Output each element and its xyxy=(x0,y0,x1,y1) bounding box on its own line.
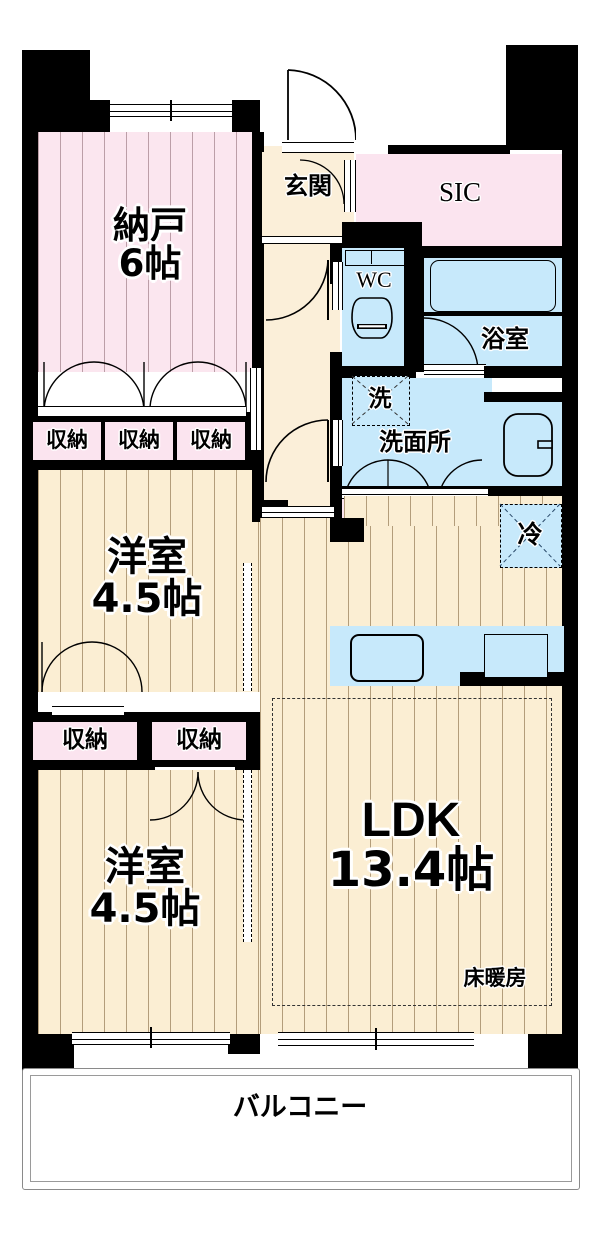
storage-top-3 xyxy=(177,422,245,460)
room-sic-ext xyxy=(422,154,562,248)
label-yoshitsu-2-name: 洋室 xyxy=(104,844,187,891)
label-yoshitsu-1-name: 洋室 xyxy=(106,534,189,581)
window-room2-mullion xyxy=(150,1027,152,1048)
genkan-step xyxy=(262,236,342,244)
doorway-corridor-to-ldk[interactable] xyxy=(262,506,334,518)
label-storage-mid-1: 収納 xyxy=(62,727,108,754)
storage-top-2 xyxy=(105,422,173,460)
entry-threshold xyxy=(282,142,354,153)
door-corridor-lower[interactable] xyxy=(262,418,338,484)
bath-threshold[interactable] xyxy=(424,364,486,375)
sliding-partition-room1[interactable] xyxy=(243,563,252,691)
nando-closet-door-arcs xyxy=(43,361,247,413)
vanity-sink-icon xyxy=(503,413,553,477)
storage-top-1 xyxy=(33,422,101,460)
wall-left-outer xyxy=(22,130,38,1050)
doorway-genkan-to-sic[interactable] xyxy=(344,160,356,212)
wall-bath-bottom xyxy=(484,366,564,378)
label-bath: 浴室 xyxy=(481,324,529,353)
window-ldk-mullion xyxy=(375,1028,377,1050)
wall-wc-bottom xyxy=(330,366,416,378)
wall-ldk-upper-nub xyxy=(330,518,364,542)
washing-machine-slot xyxy=(352,376,410,426)
wall-bath-tub-sep xyxy=(422,312,562,316)
window-washroom xyxy=(332,420,343,466)
wc-tank-div xyxy=(371,250,372,264)
storage-mid-1-sill xyxy=(52,706,124,716)
wall-bottom-mid xyxy=(228,1034,260,1054)
mask-top-white2 xyxy=(356,45,506,145)
window-nando-mullion xyxy=(170,98,172,121)
label-sic: SIC xyxy=(438,176,482,207)
storage-mid-1 xyxy=(33,722,137,760)
label-yoshitsu-2: 洋室 4.5帖 xyxy=(50,830,240,948)
label-yoshitsu-1-size: 4.5帖 xyxy=(90,576,204,622)
label-nando: 納戸 6帖 xyxy=(60,190,240,300)
label-storage-top-1: 収納 xyxy=(46,428,88,453)
wc-tank xyxy=(345,250,405,266)
wall-sic-bottom-left xyxy=(342,222,422,248)
label-yoshitsu-2-size: 4.5帖 xyxy=(88,886,202,932)
entry-door[interactable] xyxy=(286,68,358,142)
storage-top-sill xyxy=(38,406,246,417)
bathtub-icon xyxy=(430,260,556,312)
sic-door-arc[interactable] xyxy=(299,159,346,206)
label-yoshitsu-1: 洋室 4.5帖 xyxy=(52,520,242,638)
fridge-cross-icon xyxy=(499,503,561,567)
room-ldk xyxy=(260,518,562,1034)
toilet-icon xyxy=(351,297,393,339)
wall-top-left-block xyxy=(22,50,90,132)
kitchen-sink-icon xyxy=(350,634,424,682)
label-ldk-name: LDK xyxy=(360,794,462,848)
wall-top-left-seg xyxy=(88,100,110,132)
label-storage-top-3: 収納 xyxy=(190,428,232,453)
wall-top-nando-right xyxy=(232,100,260,132)
label-balcony: バルコニー xyxy=(232,1091,368,1123)
room-nando xyxy=(38,132,260,372)
sliding-partition-room2[interactable] xyxy=(243,770,252,942)
label-washroom: 洗面所 xyxy=(379,427,451,456)
bath-door-arc[interactable] xyxy=(422,317,482,372)
wall-washroom-right-sep xyxy=(484,392,564,402)
balcony-inner-outline xyxy=(30,1075,572,1182)
mask-top-white xyxy=(90,45,286,100)
label-storage-top-2: 収納 xyxy=(118,428,160,453)
floor-heating-zone xyxy=(272,698,552,1006)
wall-top-right-block xyxy=(505,45,565,150)
washer-cross-icon xyxy=(351,375,409,425)
wall-wc-right xyxy=(404,248,416,370)
room-genkan xyxy=(262,152,354,236)
wall-right-outer xyxy=(562,45,578,1050)
room-balcony xyxy=(22,1068,580,1190)
label-nando-name: 納戸 xyxy=(112,203,189,247)
stove-icon xyxy=(484,634,548,678)
doorway-corridor-to-nando[interactable] xyxy=(250,368,262,450)
wall-bath-left xyxy=(414,248,424,372)
wall-bath-top xyxy=(414,246,564,258)
window-wc xyxy=(332,262,343,310)
label-ldk: LDK 13.4帖 xyxy=(280,780,542,912)
label-nando-size: 6帖 xyxy=(117,242,183,285)
label-floor-heating: 床暖房 xyxy=(463,966,527,991)
door-corridor-upper[interactable] xyxy=(262,258,338,322)
room-yoshitsu-1 xyxy=(38,470,260,692)
label-genkan: 玄関 xyxy=(284,171,332,200)
storage-mid-2 xyxy=(152,722,246,760)
label-ldk-size: 13.4帖 xyxy=(326,842,495,898)
label-fridge: 冷 xyxy=(517,520,543,549)
room2-closet-door-arc xyxy=(149,771,247,821)
room1-closet-door-arc xyxy=(41,641,143,693)
label-wc: WC xyxy=(356,266,392,292)
label-washer: 洗 xyxy=(368,386,392,413)
label-storage-mid-2: 収納 xyxy=(176,727,222,754)
